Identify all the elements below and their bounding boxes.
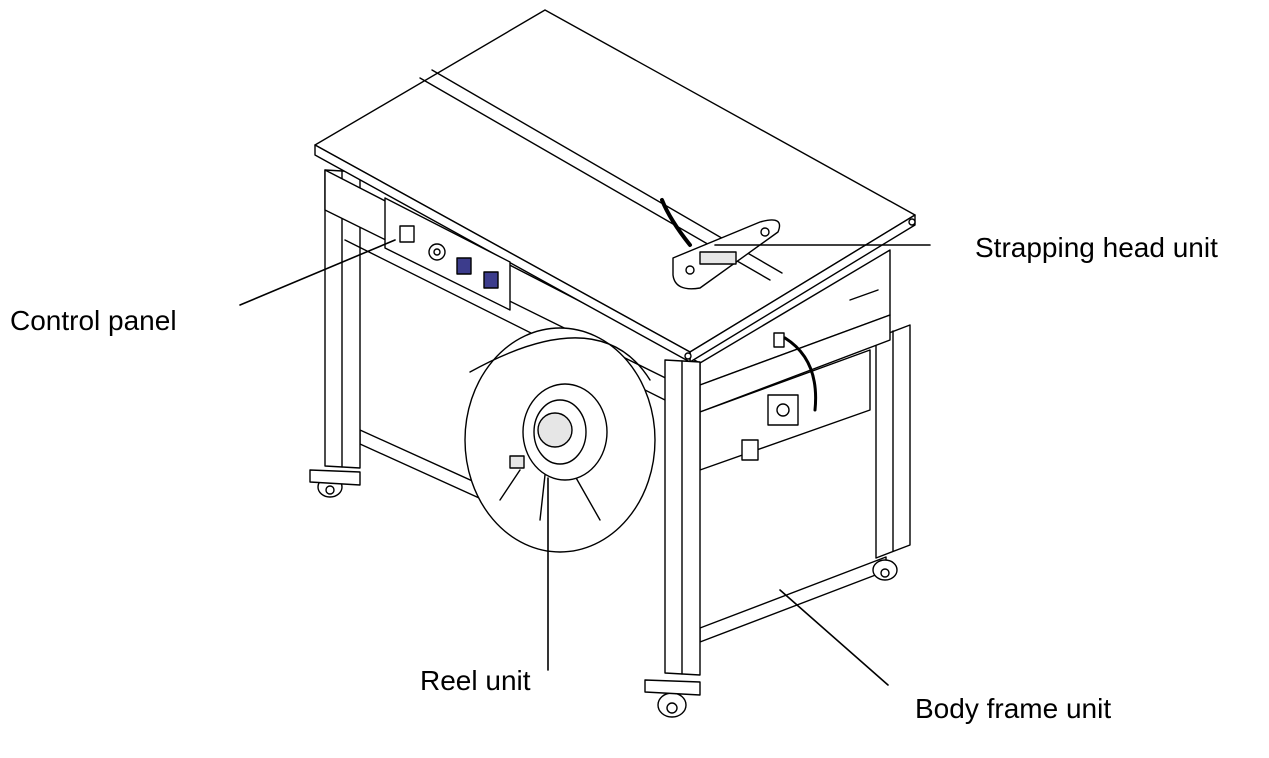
reel-unit	[464, 327, 656, 553]
caster-back-right	[872, 559, 898, 581]
tabletop	[314, 9, 916, 363]
strapping-head-unit-label: Strapping head unit	[975, 232, 1218, 263]
control-panel	[384, 197, 511, 311]
front-left-leg	[664, 359, 701, 676]
leader-body-frame	[779, 589, 889, 686]
caster-front-left	[644, 679, 701, 718]
leader-lines	[239, 239, 931, 686]
control-panel-label: Control panel	[10, 305, 177, 336]
casters	[309, 469, 898, 718]
leader-control-panel	[239, 239, 396, 306]
back-right-leg	[875, 324, 911, 559]
caster-back-left	[309, 469, 361, 498]
side-housing	[699, 249, 891, 471]
body-frame-unit-label: Body frame unit	[915, 693, 1112, 724]
strapping-head	[660, 198, 781, 290]
reel-unit-label: Reel unit	[420, 665, 531, 696]
